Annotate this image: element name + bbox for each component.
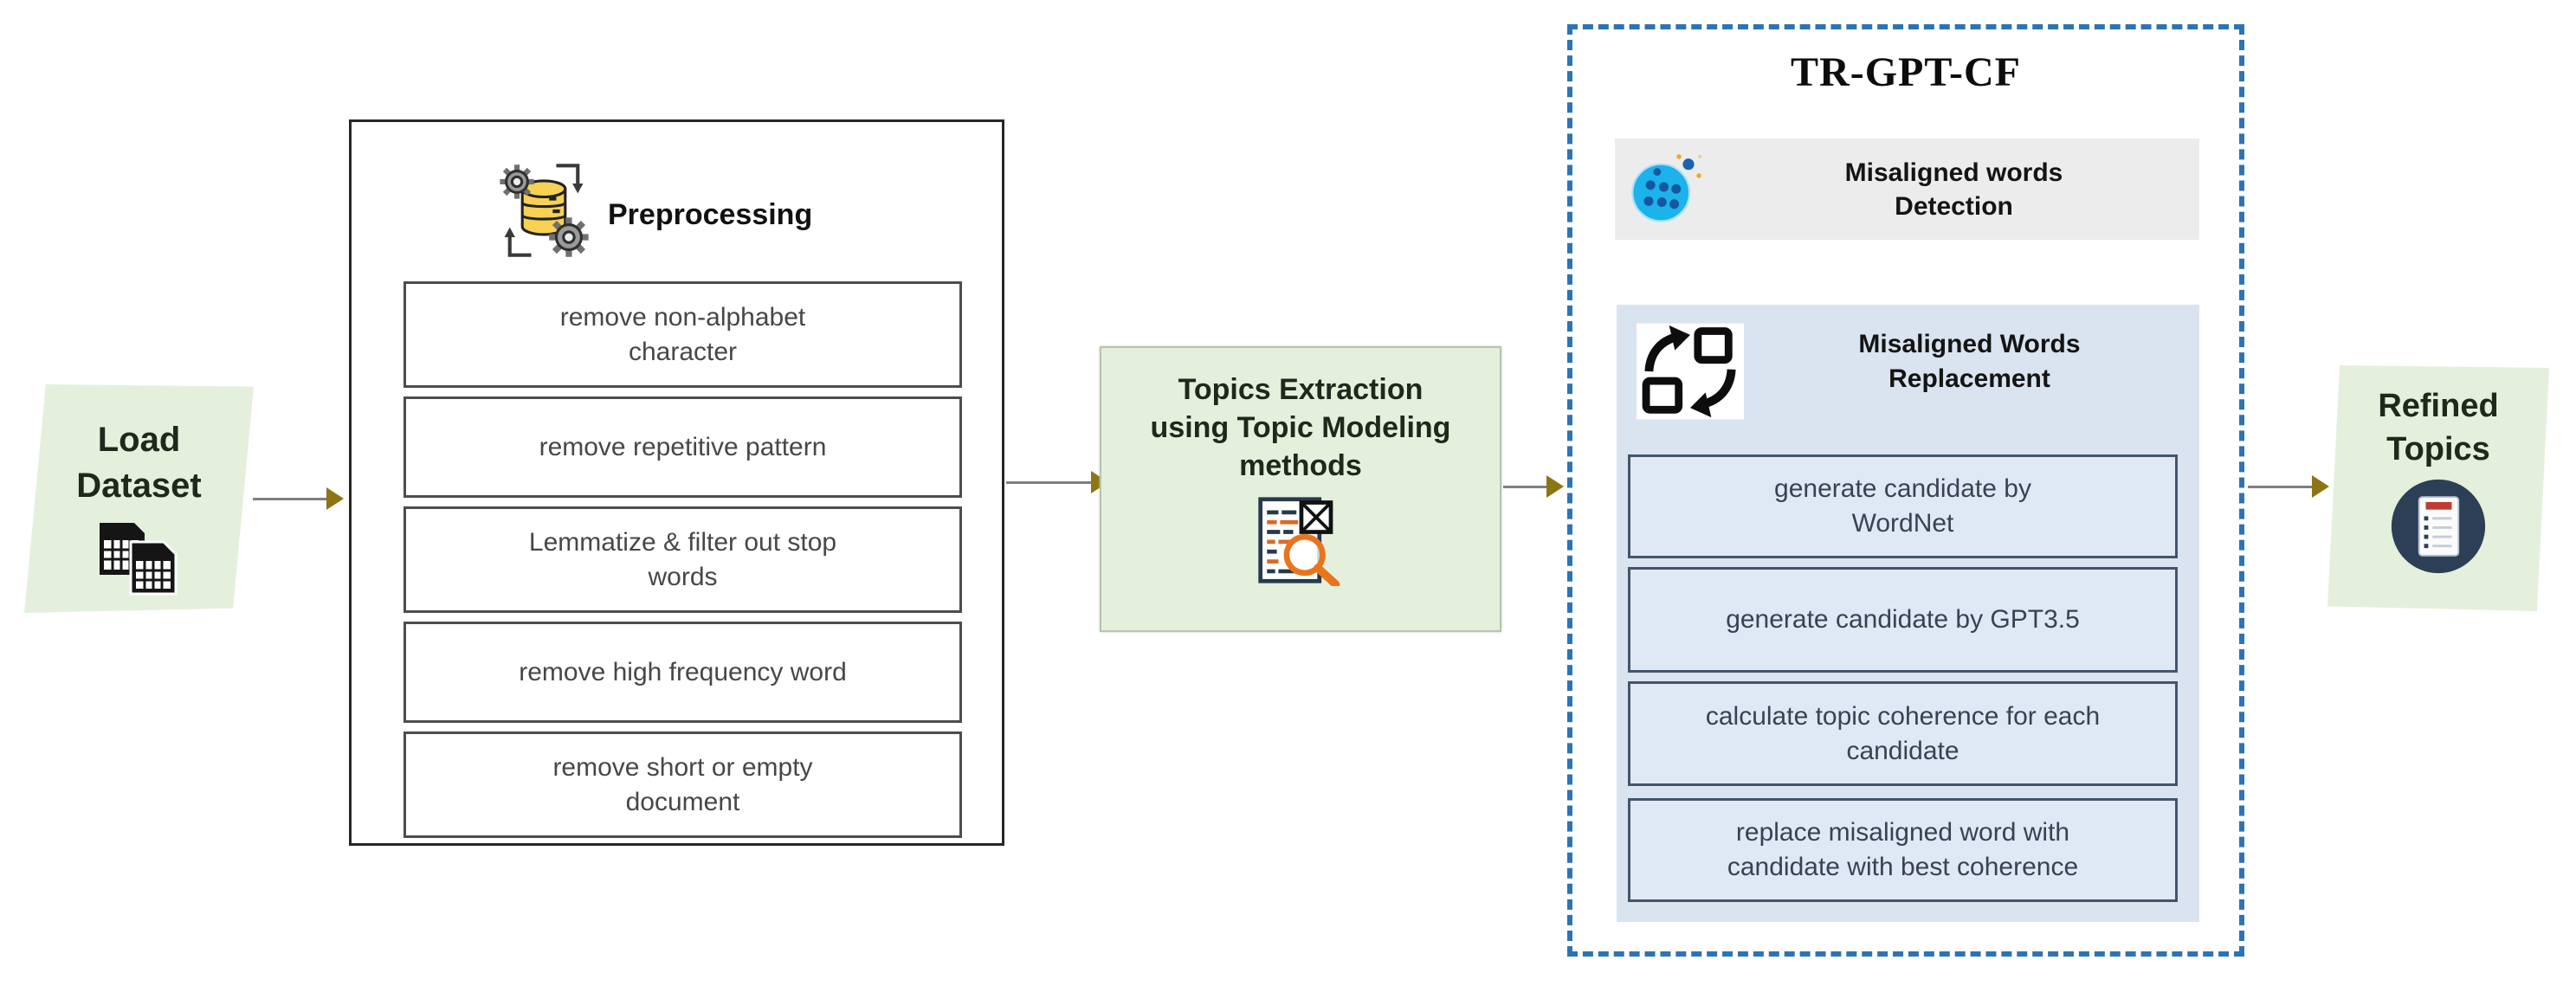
load-dataset-node: Load Dataset bbox=[24, 384, 254, 613]
tr-gpt-cf-title: TR-GPT-CF bbox=[1791, 49, 2021, 95]
replacement-step: replace misaligned word with candidate w… bbox=[1628, 798, 2178, 902]
misaligned-words-detection-label: Misaligned words Detection bbox=[1844, 158, 2063, 221]
spreadsheet-pair-icon bbox=[99, 522, 177, 596]
tr-gpt-cf-frame: TR-GPT-CF Misaligned words Detection bbox=[1567, 24, 2244, 957]
topics-extraction-node: Topics Extraction using Topic Modeling m… bbox=[1100, 346, 1501, 632]
flow-arrow-line bbox=[1006, 481, 1093, 484]
misaligned-words-replacement-panel: Misaligned Words Replacement generate ca… bbox=[1617, 305, 2199, 922]
flow-arrow-line bbox=[1503, 486, 1548, 488]
flow-arrowhead-icon bbox=[2312, 475, 2329, 498]
preprocessing-step: remove repetitive pattern bbox=[404, 396, 962, 498]
topics-extraction-label: Topics Extraction using Topic Modeling m… bbox=[1150, 373, 1451, 483]
flow-arrowhead-icon bbox=[326, 487, 344, 510]
flow-arrow-line bbox=[2248, 486, 2314, 488]
replacement-step: generate candidate by WordNet bbox=[1628, 454, 2178, 558]
load-dataset-label: Load Dataset bbox=[76, 421, 202, 505]
preprocessing-step: remove short or empty document bbox=[404, 731, 962, 838]
preprocessing-box: Preprocessing remove non-alphabet charac… bbox=[349, 119, 1004, 846]
misaligned-words-replacement-title: Misaligned Words Replacement bbox=[1858, 330, 2081, 393]
preprocessing-step: Lemmatize & filter out stop words bbox=[404, 506, 962, 613]
misaligned-words-detection-bar: Misaligned words Detection bbox=[1615, 139, 2199, 240]
blue-dotted-circle-icon bbox=[1631, 154, 1702, 222]
refined-topics-node: Refined Topics bbox=[2327, 365, 2549, 611]
topic-list-badge-icon bbox=[2391, 480, 2486, 574]
preprocessing-step: remove non-alphabet character bbox=[404, 281, 962, 388]
document-search-icon bbox=[1258, 496, 1340, 586]
refined-topics-label: Refined Topics bbox=[2378, 388, 2499, 468]
replacement-step: generate candidate by GPT3.5 bbox=[1628, 567, 2178, 673]
flow-arrow-line bbox=[253, 498, 329, 500]
gears-database-icon bbox=[500, 164, 589, 257]
replacement-step: calculate topic coherence for each candi… bbox=[1628, 681, 2178, 786]
flow-arrowhead-icon bbox=[1546, 475, 1564, 498]
preprocessing-step: remove high frequency word bbox=[404, 622, 962, 723]
swap-squares-icon bbox=[1637, 323, 1744, 420]
preprocessing-title: Preprocessing bbox=[608, 198, 813, 231]
